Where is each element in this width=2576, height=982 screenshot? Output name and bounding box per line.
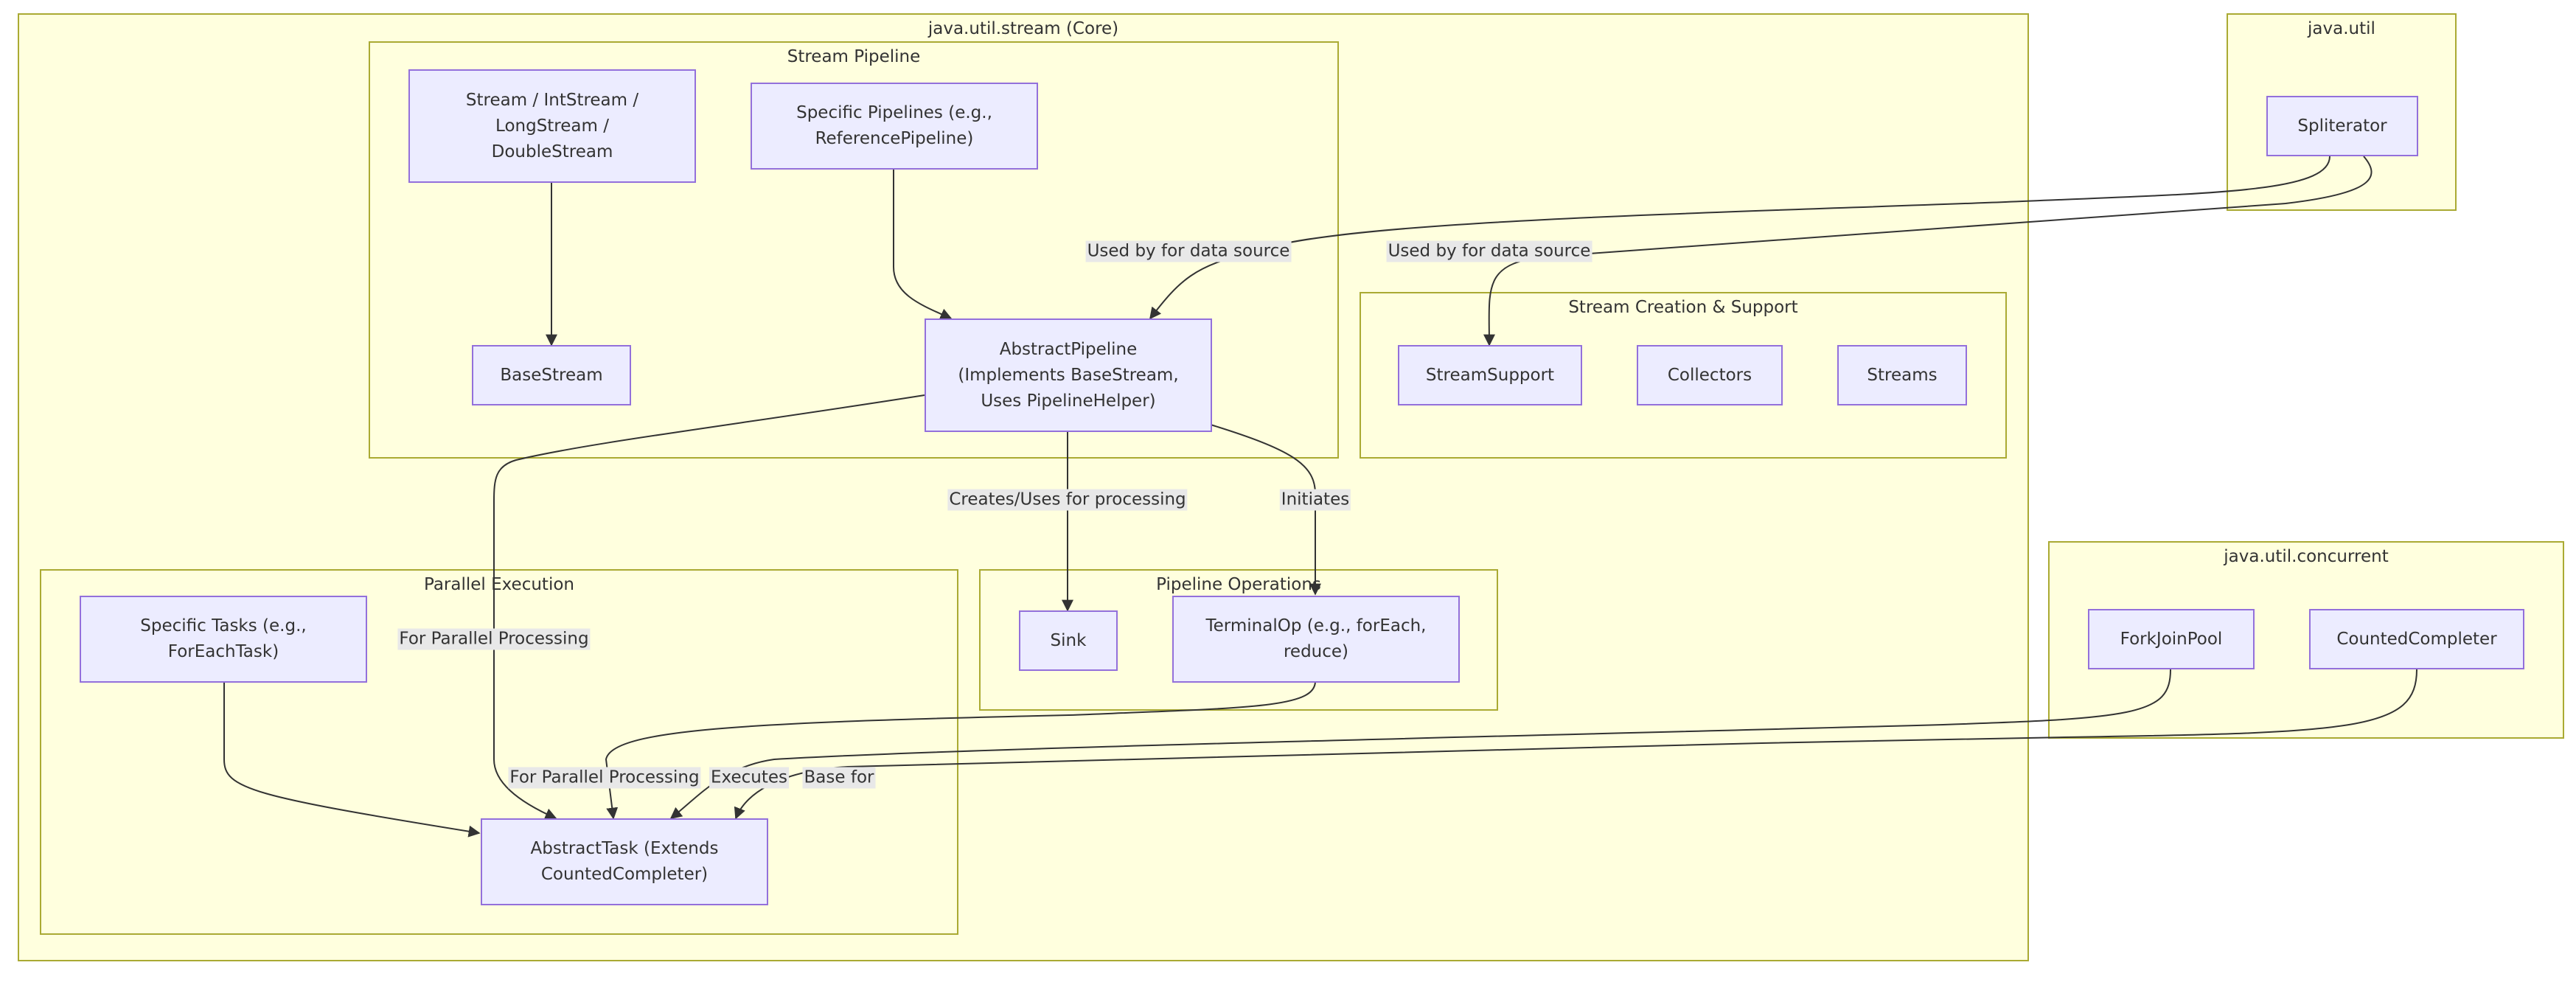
edge-label-used-by-data-source: Used by for data source [1386,240,1592,262]
cluster-title: Parallel Execution [424,575,574,594]
cluster-title: java.util [2308,19,2375,38]
edge-specifictasks-to-abstracttask [223,681,481,838]
cluster-title: Stream Pipeline [787,47,921,66]
edge-label-executes: Executes [709,767,789,789]
node-label-line: (Implements BaseStream, [958,365,1179,385]
node-streams[interactable]: Streams [1837,345,1967,405]
cluster-title: java.util.concurrent [2224,547,2389,566]
node-forkjoinpool[interactable]: ForkJoinPool [2088,609,2255,669]
node-spliterator[interactable]: Spliterator [2266,96,2418,156]
edge-label-used-by-data-source: Used by for data source [1085,240,1292,262]
edge-spliterator-to-streamsupport [1483,156,2373,347]
edge-label-base-for: Base for [802,767,876,789]
edge-abstractpipeline-to-terminalop [1210,424,1321,596]
node-stream-types[interactable]: Stream / IntStream / LongStream / Double… [408,69,696,183]
edge-label-for-parallel-processing: For Parallel Processing [397,628,591,650]
node-label-line: ForEachTask) [167,642,279,661]
edge-countedcompleter-to-abstracttask [734,669,2417,820]
cluster-title: Stream Creation & Support [1568,298,1798,317]
node-terminalop[interactable]: TerminalOp (e.g., forEach, reduce) [1172,596,1460,683]
node-streamsupport[interactable]: StreamSupport [1398,345,1582,405]
node-label: Sink [1050,630,1087,650]
edge-label-creates-uses-for-processing: Creates/Uses for processing [947,489,1188,511]
node-specific-pipelines[interactable]: Specific Pipelines (e.g., ReferencePipel… [751,83,1038,170]
node-label-line: Uses PipelineHelper) [981,391,1156,411]
node-label-line: DoubleStream [491,142,613,161]
node-sink[interactable]: Sink [1019,610,1118,671]
node-label: CountedCompleter [2336,629,2497,649]
edge-spliterator-to-abstractpipeline [1149,156,2330,320]
node-label-line: TerminalOp (e.g., forEach, [1205,616,1427,635]
cluster-title: Pipeline Operations [1156,575,1321,594]
node-label-line: LongStream / [495,116,609,136]
node-label: StreamSupport [1425,365,1555,385]
edge-abstractpipeline-to-abstracttask [493,394,925,820]
node-label: Streams [1867,365,1938,385]
node-specific-tasks[interactable]: Specific Tasks (e.g., ForEachTask) [80,596,367,683]
node-label-line: Specific Tasks (e.g., [140,616,307,635]
node-collectors[interactable]: Collectors [1637,345,1783,405]
node-abstractpipeline[interactable]: AbstractPipeline (Implements BaseStream,… [925,318,1212,432]
node-abstracttask[interactable]: AbstractTask (Extends CountedCompleter) [481,818,768,905]
node-label-line: Specific Pipelines (e.g., [796,103,992,122]
edge-forkjoinpool-to-abstracttask [669,669,2171,819]
node-label-line: AbstractPipeline [999,339,1138,359]
node-label: ForkJoinPool [2120,629,2223,649]
cluster-title: java.util.stream (Core) [927,19,1119,38]
node-label-line: ReferencePipeline) [815,129,974,148]
node-countedcompleter[interactable]: CountedCompleter [2309,609,2524,669]
edge-label-for-parallel-processing: For Parallel Processing [508,767,701,789]
node-label-line: CountedCompleter) [540,865,709,884]
node-label: Collectors [1667,365,1752,385]
node-basestream[interactable]: BaseStream [472,345,631,405]
edge-specificpipelines-to-abstractpipeline [893,170,953,320]
edge-terminalop-to-abstracttask [605,680,1316,820]
node-label-line: AbstractTask (Extends [530,839,719,858]
node-label: Spliterator [2297,116,2387,136]
node-label-line: reduce) [1283,642,1349,661]
node-label-line: Stream / IntStream / [465,90,639,110]
edge-label-initiates: Initiates [1279,489,1351,511]
node-label: BaseStream [500,365,603,385]
